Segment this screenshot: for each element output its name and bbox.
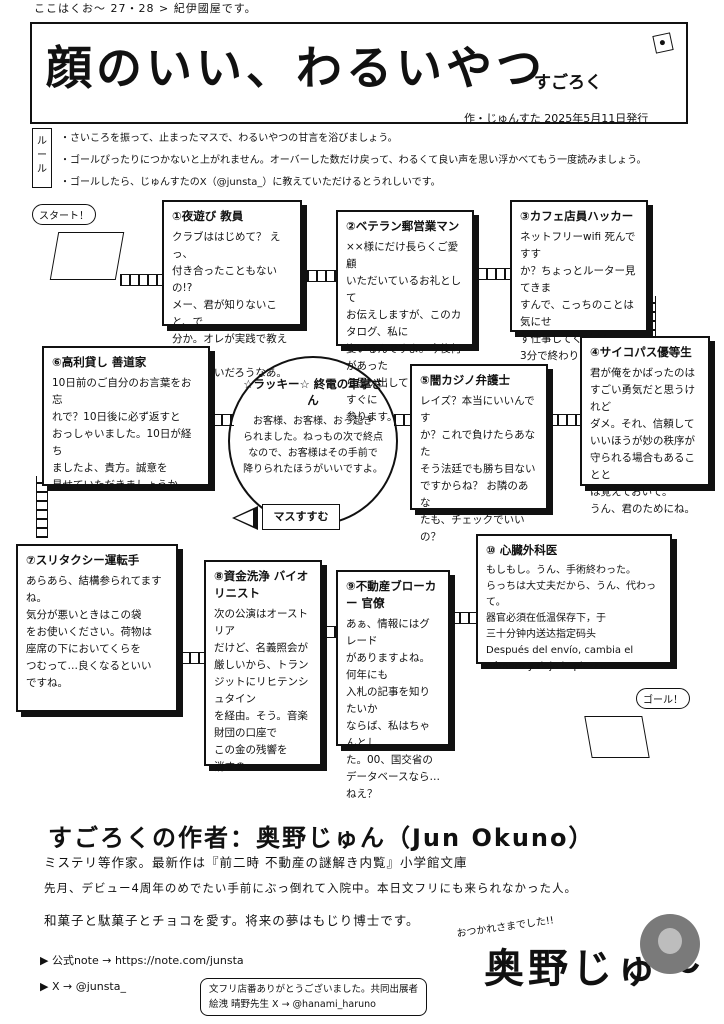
lucky-space: ☆ラッキー☆ 終電の車掌さん お客様、お客様、おっ起き られました。ねっもの次で… (228, 356, 398, 526)
space-text: 次の公演はオーストリア だけど、名義照会が 厳しいから、トラン ジットにリヒテン… (214, 608, 309, 773)
space-title: ⑤闇カジノ弁護士 (420, 373, 511, 387)
space-title: ②ベテラン郵営業マン (346, 219, 460, 233)
space-5: ⑤闇カジノ弁護士 レイズ？本当にいいんです か？これで負けたらあなた そう法廷で… (410, 364, 548, 543)
space-2: ②ベテラン郵営業マン ××様にだけ長らくご愛顧 いただいているお礼として お伝え… (336, 210, 474, 423)
track-segment (120, 274, 170, 286)
space-8: ⑧資金洗浄 バイオリニスト 次の公演はオーストリア だけど、名義照会が 厳しいか… (204, 560, 322, 773)
avatar-icon (640, 914, 700, 974)
advance-label: マスすすむ (262, 504, 340, 530)
space-title: ①夜遊び 教員 (172, 209, 244, 223)
space-7: ⑦スリタクシー運転手 あらあら、結構参られてますね。 気分が悪いときはこの袋 を… (16, 544, 178, 712)
start-cart-icon (49, 232, 125, 280)
start-bubble: スタート！ (32, 204, 96, 225)
top-note: ここはくお～ 27・28 > 紀伊國屋です。 (34, 2, 257, 15)
goal-cart-icon (584, 716, 650, 758)
track-segment (394, 414, 414, 426)
rules-label: ルール (32, 128, 52, 188)
space-title: ⑦スリタクシー運転手 (26, 553, 140, 567)
track-segment (450, 612, 478, 624)
track-segment (548, 414, 582, 426)
space-title: ⑧資金洗浄 バイオリニスト (214, 569, 309, 600)
cover-credit-note: 文フリ店番ありがとうございました。共同出展者 絵洩 晴野先生 X → @hana… (200, 978, 428, 1016)
space-text: あぁ、情報にはグレード がありますよね。何年にも 入札の記事を知りたいか ならば… (346, 618, 440, 800)
author-bio-line: 先月、デビュー4周年のめでたい手前にぶっ倒れて入院中。本日文フリにも来られなかっ… (44, 881, 577, 895)
lucky-title: ☆ラッキー☆ 終電の車掌さん (243, 377, 383, 407)
space-title: ⑨不動産ブローカー 官僚 (346, 579, 437, 610)
space-title: ⑥高利貸し 善道家 (52, 355, 147, 369)
space-10: ⑩ 心臓外科医 もしもし。うん、手術終わった。 らっちは大丈夫だから、うん、代わ… (476, 534, 672, 672)
page-title: 顔のいい、わるいやつ (46, 41, 546, 95)
track-segment (468, 268, 516, 280)
dice-icon (652, 32, 674, 54)
rule-line: ・ゴールしたら、じゅんすたのX（@junsta_）に教えていただけるとうれしいで… (60, 177, 441, 188)
title-frame (30, 22, 688, 124)
rule-line: ・ゴールぴったりにつかないと上がれません。オーバーした数だけ戻って、わるくて良い… (60, 155, 647, 166)
cover-credit-line: 絵洩 晴野先生 X → @hanami_haruno (209, 999, 376, 1010)
rules-list: ・さいころを振って、止まったマスで、わるいやつの甘言を浴びましょう。 ・ゴールぴ… (60, 128, 647, 194)
author-heading: すごろくの作者：奥野じゅん（Jun Okuno） (48, 824, 595, 852)
space-9: ⑨不動産ブローカー 官僚 あぁ、情報にはグレード がありますよね。何年にも 入札… (336, 570, 450, 800)
space-text: レイズ？本当にいいんです か？これで負けたらあなた そう法廷でも勝ち目ない です… (420, 395, 536, 543)
space-1: ①夜遊び 教員 クラブははじめて？ えっ、 付き合ったこともないの!? メー、君… (162, 200, 302, 379)
space-text: あらあら、結構参られてますね。 気分が悪いときはこの袋 をお使いください。荷物は… (26, 575, 162, 689)
track-segment (298, 270, 340, 282)
space-title: ④サイコパス優等生 (590, 345, 692, 359)
space-title: ③カフェ店員ハッカー (520, 209, 634, 223)
byline: 作・じゅんすた 2025年5月11日発行 (464, 112, 649, 125)
author-bio-line: ミステリ等作家。最新作は『前二時 不動産の謎解き内覧』小学館文庫 (44, 855, 468, 870)
title-suffix: すごろく (534, 73, 602, 93)
track-segment (36, 476, 48, 538)
space-3: ③カフェ店員ハッカー ネットフリーwifi 死んですす か？ちょっとルーター見て… (510, 200, 648, 362)
space-6: ⑥高利貸し 善道家 10日前のご自分のお言葉をお忘 れで？10日後に必ず返すと … (42, 346, 210, 491)
author-bio-line: 和菓子と駄菓子とチョコを愛す。将来の夢はもじり博士です。 (44, 913, 420, 928)
track-segment (180, 652, 206, 664)
x-link[interactable]: ▶ X → @junsta_ (40, 980, 126, 993)
rule-line: ・さいころを振って、止まったマスで、わるいやつの甘言を浴びましょう。 (60, 133, 398, 144)
arrow-left-icon (232, 506, 258, 530)
note-link[interactable]: ▶ 公式note → https://note.com/junsta (40, 954, 244, 967)
space-text: 君が俺をかばったのは すごい勇気だと思うけれど ダメ。それ、信頼して いいほうが… (590, 367, 695, 515)
space-4: ④サイコパス優等生 君が俺をかばったのは すごい勇気だと思うけれど ダメ。それ、… (580, 336, 710, 515)
track-segment (212, 414, 234, 426)
space-text: 10日前のご自分のお言葉をお忘 れで？10日後に必ず返すと おっしゃいました。1… (52, 377, 192, 491)
space-title: ⑩ 心臓外科医 (486, 543, 558, 557)
cover-credit-line: 文フリ店番ありがとうございました。共同出展者 (209, 984, 419, 995)
lucky-text: お客様、お客様、おっ起き られました。ねっもの次で終点 なので、お客様はその手前… (243, 416, 383, 475)
space-text: もしもし。うん、手術終わった。 らっちは大丈夫だから、うん、代わって。 器官必須… (486, 565, 656, 672)
goal-bubble: ゴール！ (636, 688, 690, 709)
